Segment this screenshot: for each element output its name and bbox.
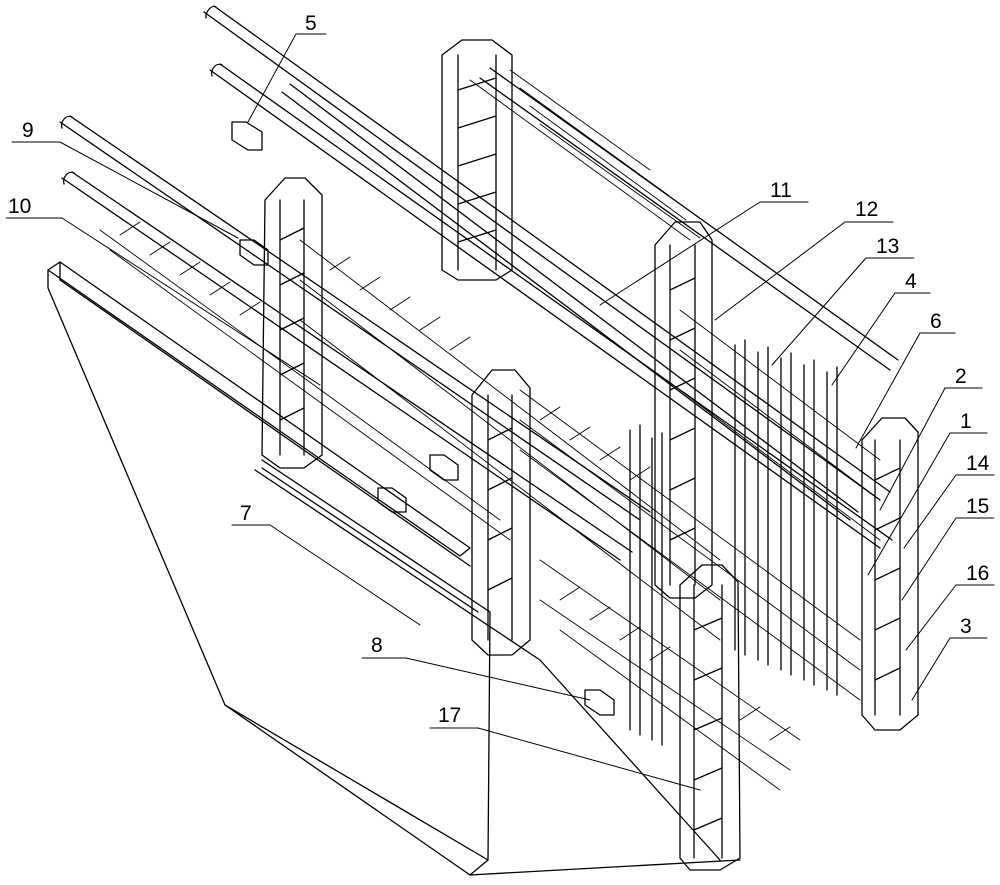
callout-label-17: 17 — [438, 704, 461, 727]
ladder-frame-right — [654, 221, 713, 599]
callout-label-3: 3 — [960, 615, 972, 638]
callout-label-15: 15 — [966, 495, 989, 518]
label-11-leader — [599, 201, 761, 306]
label-2-leader — [879, 387, 946, 511]
label-16-leader — [905, 584, 957, 651]
support-block — [231, 121, 615, 716]
label-9-leader — [59, 141, 239, 239]
callout-label-12: 12 — [855, 198, 878, 221]
vertical-stirrup-bars — [629, 339, 838, 746]
callout-label-2: 2 — [955, 365, 967, 388]
label-4-leader — [831, 292, 896, 386]
label-1-leader — [867, 432, 951, 576]
callout-label-13: 13 — [876, 235, 899, 258]
leader-lines — [5, 33, 995, 791]
label-3-leader — [911, 637, 951, 701]
ladder-frame-front — [679, 564, 741, 871]
label-6-leader — [855, 332, 921, 449]
callout-label-11: 11 — [770, 179, 792, 202]
label-15-leader — [901, 517, 957, 601]
label-5-leader — [247, 33, 297, 123]
callout-label-8: 8 — [371, 634, 383, 657]
label-17-leader — [477, 727, 701, 791]
ladder-frame-center — [471, 369, 531, 656]
callout-label-4: 4 — [905, 270, 917, 293]
callout-label-10: 10 — [8, 195, 31, 218]
label-7-leader — [269, 524, 421, 626]
callout-label-7: 7 — [240, 502, 252, 525]
label-8-leader — [405, 657, 591, 701]
ladder-frame-rear-left — [441, 39, 513, 281]
label-13-leader — [771, 257, 867, 366]
callout-label-6: 6 — [930, 310, 942, 333]
ladder-frame-left — [261, 177, 323, 469]
callout-label-5: 5 — [305, 12, 317, 35]
callout-label-16: 16 — [966, 562, 989, 585]
base-rail — [47, 261, 741, 876]
label-10-leader — [61, 217, 321, 386]
ladder-frame-far-right — [861, 417, 919, 731]
long-pipe — [59, 5, 899, 561]
callout-label-9: 9 — [22, 119, 34, 142]
callout-label-14: 14 — [966, 452, 990, 475]
label-14-leader — [903, 474, 957, 549]
callout-label-1: 1 — [960, 410, 972, 433]
label-12-leader — [714, 221, 846, 321]
